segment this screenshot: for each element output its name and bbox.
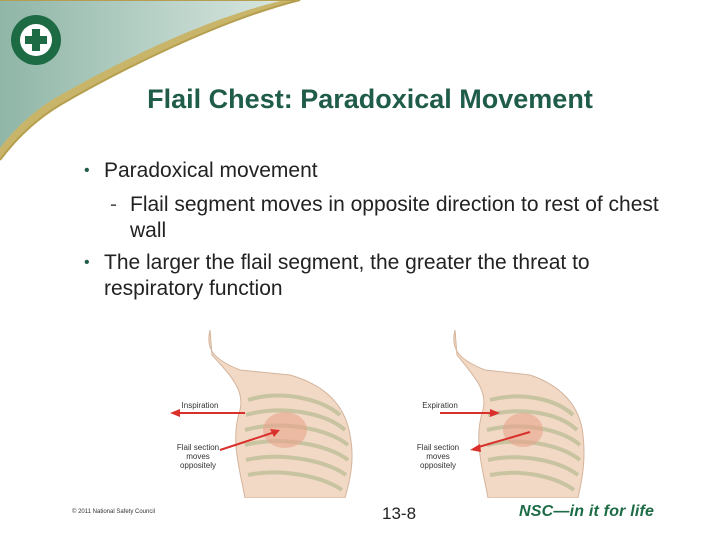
right-caption-line: moves bbox=[426, 452, 450, 461]
left-caption-line: Flail section bbox=[177, 443, 219, 452]
expiration-figure bbox=[440, 330, 585, 498]
corner-decoration bbox=[0, 0, 301, 161]
dash-icon: - bbox=[110, 193, 117, 216]
bullet-text: The larger the flail segment, the greate… bbox=[104, 251, 590, 300]
inspiration-label: Inspiration bbox=[182, 401, 219, 410]
right-caption-line: oppositely bbox=[420, 461, 456, 470]
right-caption-line: Flail section bbox=[417, 443, 459, 452]
bullet-item: • The larger the flail segment, the grea… bbox=[82, 250, 682, 302]
inspiration-figure bbox=[170, 330, 353, 498]
bullet-item: • Paradoxical movement bbox=[82, 158, 682, 184]
nsc-tagline: NSC—in it for life bbox=[519, 503, 655, 520]
page-number: 13-8 bbox=[382, 504, 417, 523]
bullet-dot-icon: • bbox=[84, 254, 90, 271]
sub-bullet-text: Flail segment moves in opposite directio… bbox=[130, 193, 659, 242]
slide-title: Flail Chest: Paradoxical Movement bbox=[147, 84, 593, 114]
expiration-label: Expiration bbox=[422, 401, 458, 410]
left-caption-line: moves bbox=[186, 452, 210, 461]
bullet-list: • Paradoxical movement - Flail segment m… bbox=[82, 158, 682, 302]
copyright-text: © 2011 National Safety Council bbox=[72, 509, 156, 515]
bullet-text: Paradoxical movement bbox=[104, 159, 318, 182]
sub-bullet-item: - Flail segment moves in opposite direct… bbox=[82, 192, 682, 244]
nsc-logo-icon bbox=[11, 15, 61, 65]
flail-chest-illustration: Inspiration Expiration Flail section mov… bbox=[150, 330, 625, 498]
left-caption-line: oppositely bbox=[180, 461, 216, 470]
bullet-dot-icon: • bbox=[84, 162, 90, 179]
